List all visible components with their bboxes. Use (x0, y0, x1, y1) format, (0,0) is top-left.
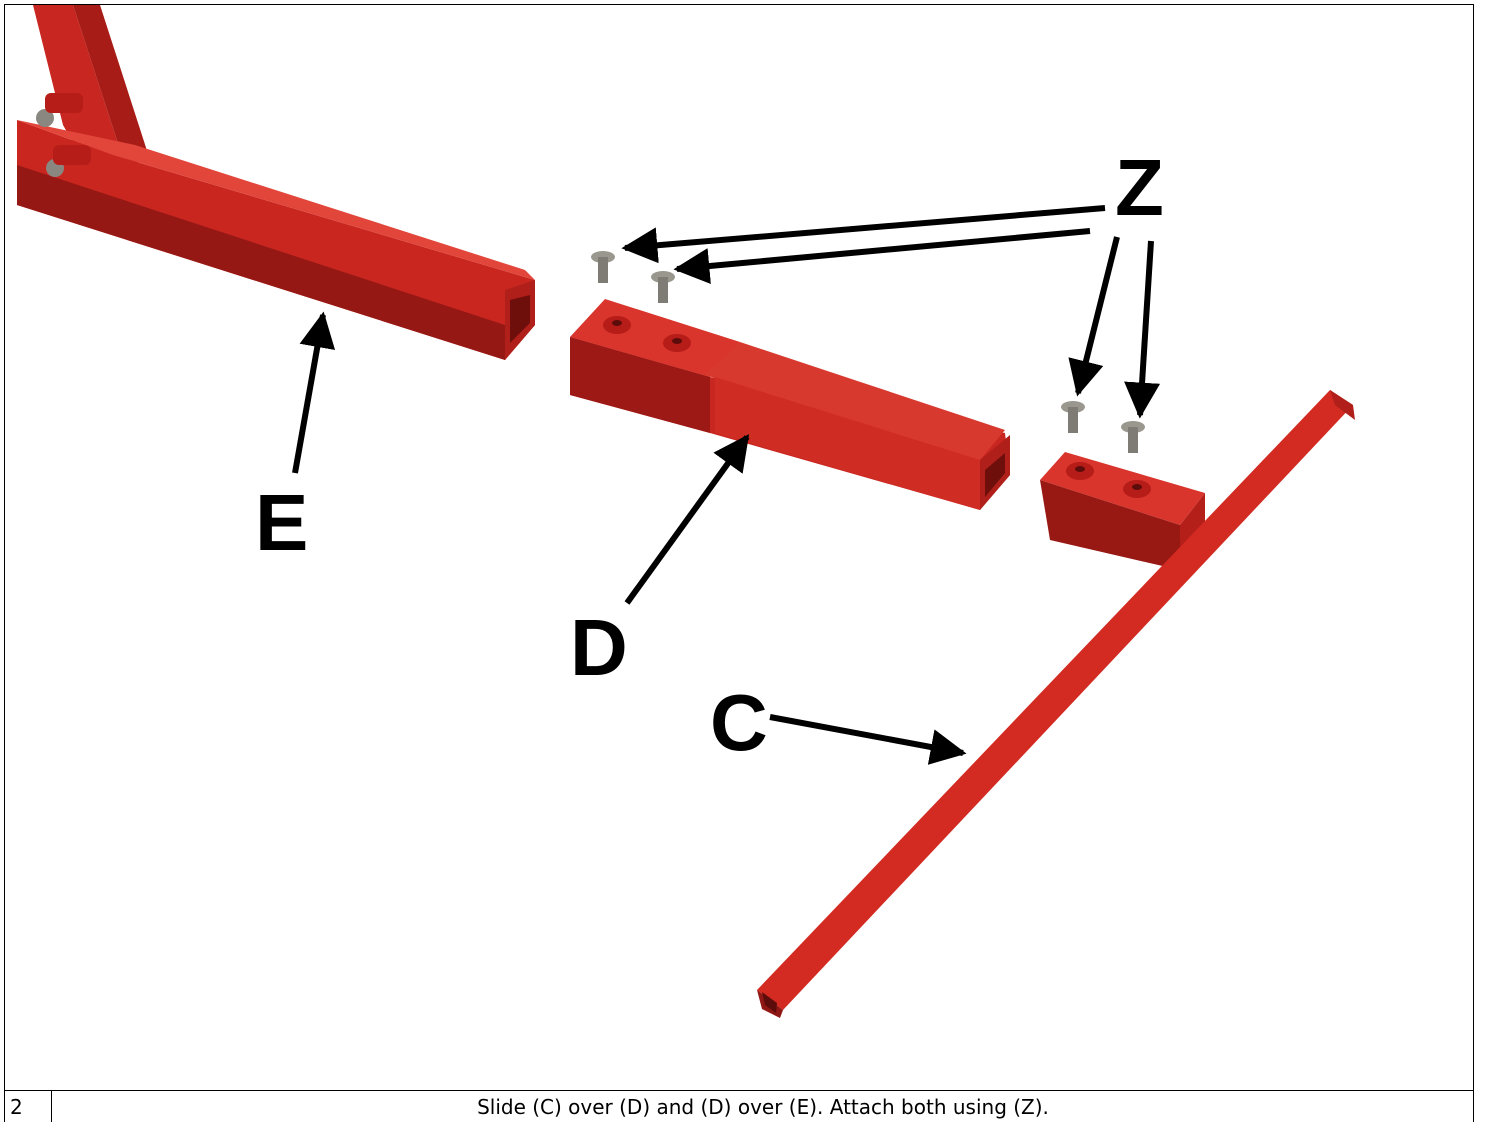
callout-e: E (255, 478, 308, 567)
step-number: 2 (4, 1091, 52, 1122)
callout-c: C (710, 678, 768, 767)
tube-part-d (570, 299, 1010, 510)
bolts-z-lower (1061, 401, 1145, 453)
bolts-z-upper (591, 251, 675, 303)
callout-z: Z (1115, 143, 1164, 232)
tube-part-c (757, 390, 1355, 1018)
assembly-illustration: Z E D C (17, 5, 1355, 1018)
page-frame (4, 4, 1474, 1122)
leader-arrows (292, 205, 1161, 765)
step-instruction: Slide (C) over (D) and (D) over (E). Att… (477, 1094, 1049, 1119)
frame-part-e (17, 5, 535, 360)
instruction-row: 2 Slide (C) over (D) and (D) over (E). A… (4, 1090, 1474, 1122)
callout-d: D (570, 603, 628, 692)
